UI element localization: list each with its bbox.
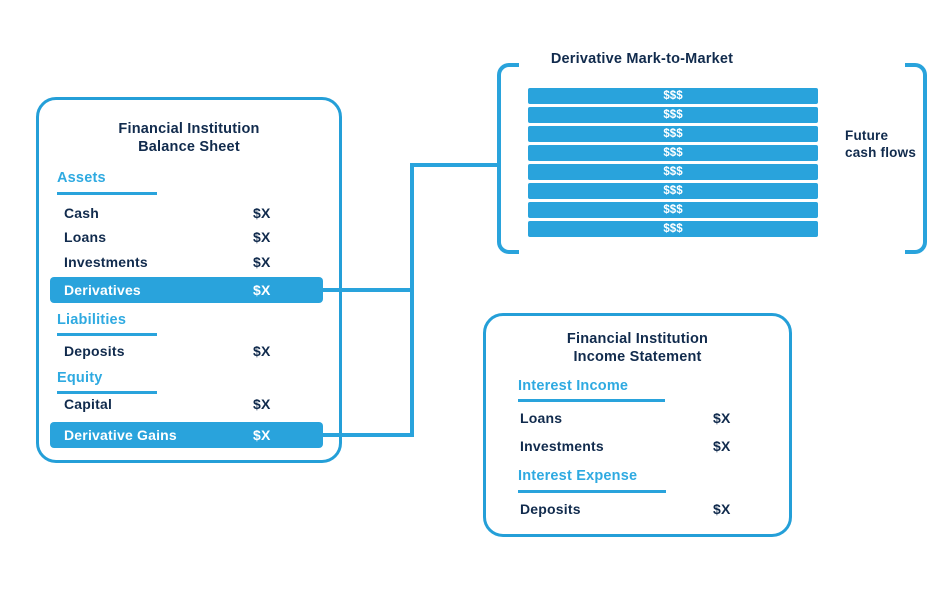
row-value: $X	[713, 501, 731, 517]
row-label: Derivatives	[64, 282, 141, 298]
row-interest-expense-deposits: Deposits $X	[520, 501, 765, 519]
future-cash-flows-line2: cash flows	[845, 145, 917, 160]
row-value: $X	[253, 343, 271, 359]
cash-flow-bar: $$$	[528, 221, 818, 237]
row-label: Investments	[64, 254, 148, 270]
row-label: Capital	[64, 396, 113, 412]
row-value: $X	[253, 427, 271, 443]
row-investments: Investments $X	[64, 254, 326, 272]
section-header-assets: Assets	[57, 170, 106, 186]
section-header-interest-expense: Interest Expense	[518, 468, 638, 484]
connector-derivative-gains-line	[321, 433, 412, 437]
row-interest-income-loans: Loans $X	[520, 410, 765, 428]
future-cash-flows-line1: Future	[845, 128, 889, 143]
cash-flow-bar: $$$	[528, 107, 818, 123]
section-header-liabilities: Liabilities	[57, 312, 127, 328]
row-label: Investments	[520, 438, 604, 454]
row-value: $X	[253, 205, 271, 221]
row-label: Cash	[64, 205, 100, 221]
row-label: Derivative Gains	[64, 427, 177, 443]
row-interest-income-investments: Investments $X	[520, 438, 765, 456]
income-statement-title-line2: Income Statement	[573, 349, 702, 365]
row-deposits: Deposits $X	[64, 343, 326, 361]
cash-flow-bar: $$$	[528, 202, 818, 218]
connector-derivatives-line	[321, 288, 412, 292]
left-bracket	[497, 63, 519, 254]
interest-income-underline	[518, 399, 665, 402]
row-loans: Loans $X	[64, 229, 326, 247]
row-cash: Cash $X	[64, 205, 326, 223]
liabilities-underline	[57, 333, 157, 336]
cash-flow-bar: $$$	[528, 88, 818, 104]
balance-sheet-title-line1: Financial Institution	[118, 121, 260, 137]
cash-flow-bar: $$$	[528, 183, 818, 199]
connector-vertical-line	[410, 163, 414, 437]
row-label: Deposits	[64, 343, 125, 359]
row-value: $X	[713, 410, 731, 426]
row-value: $X	[253, 396, 271, 412]
mark-to-market-bars: $$$ $$$ $$$ $$$ $$$ $$$ $$$ $$$	[528, 88, 818, 237]
income-statement-title-line1: Financial Institution	[566, 331, 709, 347]
row-value: $X	[713, 438, 731, 454]
interest-expense-underline	[518, 490, 666, 493]
cash-flow-bar: $$$	[528, 164, 818, 180]
right-bracket	[905, 63, 927, 254]
section-header-equity: Equity	[57, 370, 103, 386]
row-capital: Capital $X	[64, 396, 326, 414]
row-value: $X	[253, 282, 271, 298]
row-label: Loans	[64, 229, 107, 245]
income-statement-box: Financial Institution Income Statement I…	[483, 313, 792, 537]
row-derivatives-highlighted: Derivatives $X	[50, 277, 323, 303]
row-derivative-gains-highlighted: Derivative Gains $X	[50, 422, 323, 448]
mark-to-market-title: Derivative Mark-to-Market	[550, 51, 734, 67]
row-value: $X	[253, 229, 271, 245]
equity-underline	[57, 391, 157, 394]
row-label: Deposits	[520, 501, 581, 517]
future-cash-flows-label: Future cash flows	[845, 127, 916, 161]
section-header-interest-income: Interest Income	[518, 378, 629, 394]
cash-flow-bar: $$$	[528, 145, 818, 161]
cash-flow-bar: $$$	[528, 126, 818, 142]
assets-underline	[57, 192, 157, 195]
balance-sheet-box: Financial Institution Balance Sheet Asse…	[36, 97, 342, 463]
balance-sheet-title-line2: Balance Sheet	[138, 139, 240, 155]
row-label: Loans	[520, 410, 563, 426]
row-value: $X	[253, 254, 271, 270]
connector-mark-to-market-line	[412, 163, 498, 167]
